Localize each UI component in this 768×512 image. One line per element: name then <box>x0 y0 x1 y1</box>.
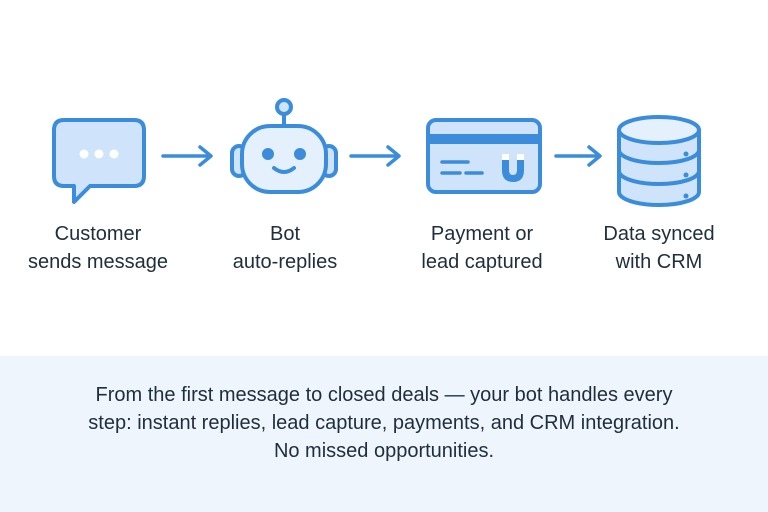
step-label-customer: Customer sends message <box>27 223 169 273</box>
caption-panel: From the first message to closed deals —… <box>0 356 768 512</box>
caption-line: No missed opportunities. <box>273 440 495 462</box>
step-label-bot: Bot auto-replies <box>232 223 338 273</box>
step-label-payment: Payment or lead captured <box>421 223 543 273</box>
chat-bubble-icon <box>52 118 146 204</box>
credit-card-magnet-icon <box>426 118 542 194</box>
caption-line: step: instant replies, lead capture, pay… <box>88 412 680 434</box>
step-label-data-synced: Data synced with CRM <box>603 223 715 273</box>
arrow-right-icon <box>349 145 401 167</box>
caption-text: From the first message to closed deals —… <box>0 381 768 465</box>
caption-line: From the first message to closed deals —… <box>95 384 673 406</box>
flow-diagram: Customer sends message Bot auto-replies <box>27 98 715 273</box>
robot-icon <box>230 98 338 194</box>
database-icon <box>617 115 701 207</box>
arrow-right-icon <box>554 145 602 167</box>
arrow-right-icon <box>161 145 213 167</box>
